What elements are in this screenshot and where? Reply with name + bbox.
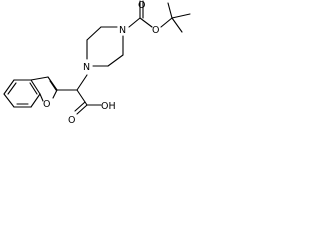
atom-label-ring-n4: N	[119, 25, 126, 36]
bond	[30, 79, 41, 95]
bond	[76, 89, 88, 106]
atom-label-carbamate-oxygen: O	[138, 0, 145, 11]
bond	[30, 93, 41, 108]
atom-label-furan-oxygen: O	[43, 99, 50, 110]
bonds	[3, 0, 191, 115]
bond	[160, 17, 173, 28]
atom-label-acid-oxygen: O	[68, 115, 75, 125]
atom-label-tbu-oxygen: O	[152, 25, 159, 36]
bond	[107, 54, 124, 67]
atom-label-ring-n1: N	[83, 62, 90, 73]
bond	[52, 89, 58, 99]
atom-label-hydroxyl: OH	[101, 101, 116, 112]
bond	[76, 74, 88, 91]
bond	[47, 76, 58, 91]
structure-diagram: O N N O O O OH	[3, 0, 191, 125]
bond	[49, 80, 57, 91]
bond	[3, 79, 15, 95]
bond	[171, 13, 191, 19]
bond	[128, 17, 141, 28]
bond	[86, 26, 102, 41]
bond	[76, 104, 88, 115]
bond	[3, 93, 15, 108]
bond	[171, 17, 183, 33]
bond	[7, 82, 17, 95]
bond	[167, 2, 173, 19]
bond	[74, 101, 86, 112]
bond	[39, 93, 44, 102]
atom-labels: O N N O O O OH	[43, 0, 159, 125]
bond	[139, 17, 153, 28]
bond	[30, 76, 49, 81]
bond	[29, 82, 38, 95]
